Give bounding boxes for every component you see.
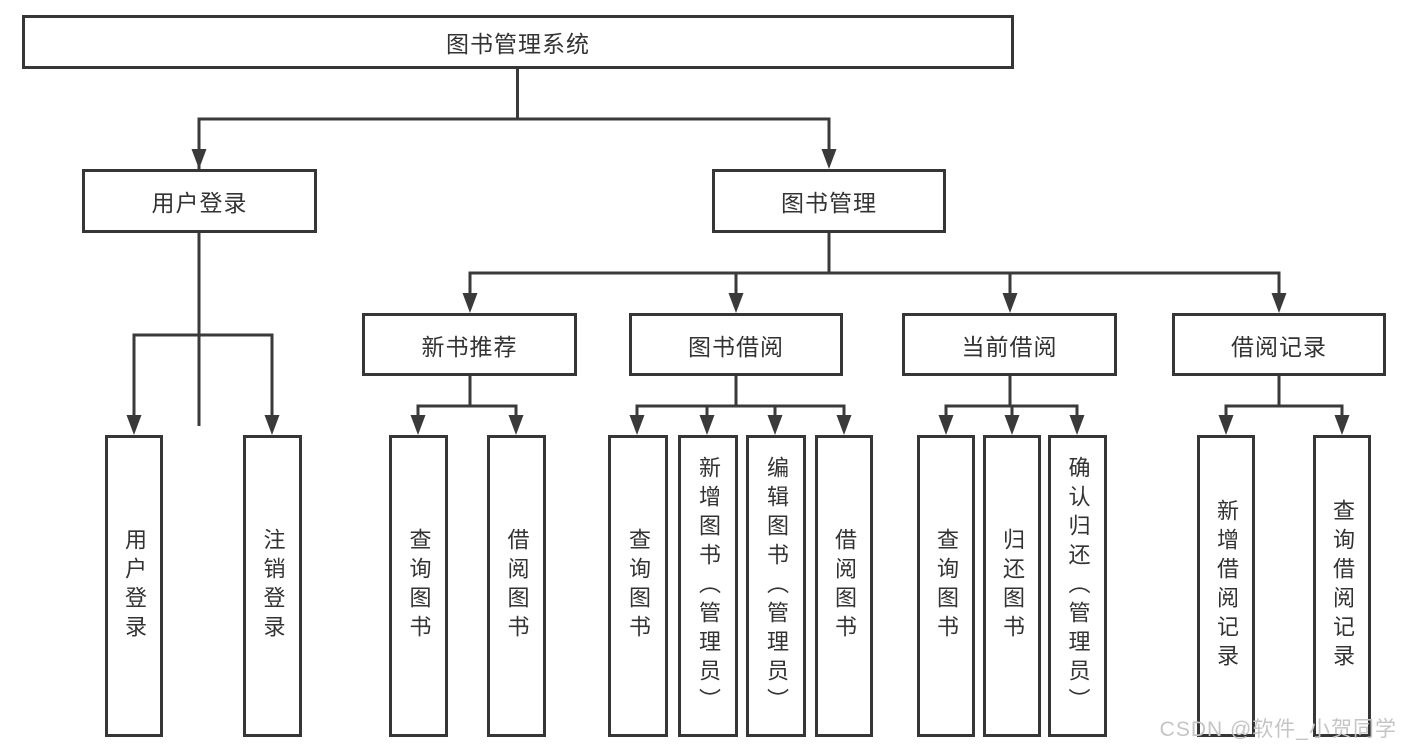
leaf-node-user-login: 用户登录: [105, 435, 163, 737]
leaf-node-query-book-1: 查询图书: [389, 435, 448, 737]
group-node-borrow-record: 借阅记录: [1172, 313, 1386, 376]
leaf-node-query-borrow-record: 查询借阅记录: [1313, 435, 1371, 737]
leaf-node-query-book-3: 查询图书: [917, 435, 975, 737]
leaf-node-return-book: 归还图书: [983, 435, 1041, 737]
leaf-label: 借阅图书: [832, 528, 857, 644]
leaf-label: 查询借阅记录: [1330, 499, 1355, 673]
leaf-node-borrow-book-2: 借阅图书: [815, 435, 873, 737]
branch-node-user-login: 用户登录: [82, 169, 317, 233]
leaf-label: 新增图书（管理员）: [696, 455, 721, 717]
leaf-node-logout: 注销登录: [243, 435, 302, 737]
leaf-node-add-book-admin: 新增图书（管理员）: [678, 435, 738, 737]
leaf-label: 归还图书: [1000, 528, 1025, 644]
leaf-node-borrow-book-1: 借阅图书: [487, 435, 546, 737]
leaf-label: 确认归还（管理员）: [1065, 455, 1091, 717]
leaf-label: 查询图书: [934, 528, 959, 644]
leaf-label: 查询图书: [406, 528, 432, 644]
leaf-label: 新增借阅记录: [1214, 499, 1239, 673]
leaf-label: 用户登录: [122, 528, 147, 644]
leaf-node-add-borrow-record: 新增借阅记录: [1197, 435, 1255, 737]
group-node-new-book-recommend: 新书推荐: [362, 313, 577, 376]
root-node-system: 图书管理系统: [22, 15, 1014, 69]
leaf-node-confirm-return-admin: 确认归还（管理员）: [1048, 435, 1107, 737]
leaf-label: 查询图书: [626, 528, 651, 644]
watermark-text: CSDN @软件_小贺同学: [1159, 718, 1397, 741]
leaf-label: 编辑图书（管理员）: [764, 455, 789, 717]
group-node-book-borrow: 图书借阅: [629, 313, 843, 376]
leaf-label: 借阅图书: [504, 528, 530, 644]
leaf-label: 注销登录: [260, 528, 286, 644]
leaf-node-edit-book-admin: 编辑图书（管理员）: [746, 435, 806, 737]
branch-node-book-management: 图书管理: [712, 169, 946, 233]
group-node-current-borrow: 当前借阅: [902, 313, 1117, 376]
leaf-node-query-book-2: 查询图书: [608, 435, 668, 737]
